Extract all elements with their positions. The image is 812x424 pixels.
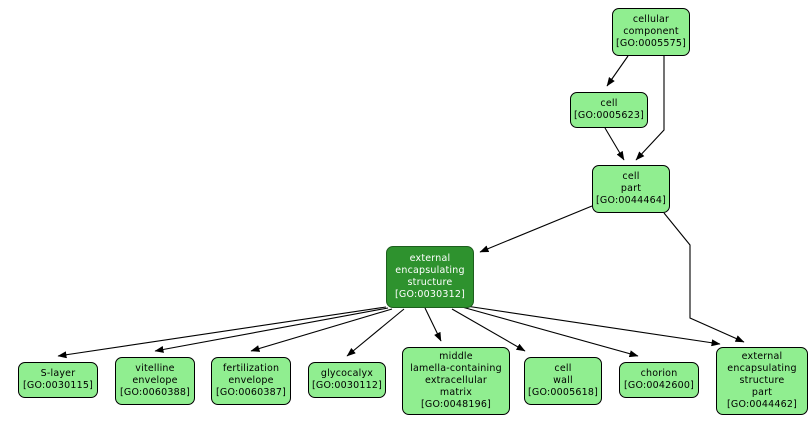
go-term-id: [GO:0030312] <box>395 289 465 300</box>
graph-edge <box>663 212 745 343</box>
go-term-node[interactable]: S-layer[GO:0030115] <box>18 362 98 398</box>
go-term-id: [GO:0042600] <box>624 380 694 391</box>
graph-edge <box>465 305 721 347</box>
go-term-label: cell part <box>620 171 642 194</box>
go-term-label: S-layer <box>40 368 76 379</box>
go-term-label: external encapsulating structure <box>395 253 465 288</box>
go-term-node[interactable]: cell part[GO:0044464] <box>592 165 670 213</box>
go-term-id: [GO:0044464] <box>596 195 666 206</box>
go-term-label: glycocalyx <box>320 368 374 379</box>
graph-edge <box>154 307 389 353</box>
go-term-id: [GO:0060387] <box>216 387 286 398</box>
go-term-node[interactable]: vitelline envelope[GO:0060388] <box>115 357 195 405</box>
go-term-label: external encapsulating structure part <box>727 351 797 398</box>
go-term-label: cellular component <box>623 14 679 37</box>
graph-edge <box>606 55 629 87</box>
go-term-label: vitelline envelope <box>132 363 178 386</box>
go-term-node[interactable]: glycocalyx[GO:0030112] <box>308 362 386 398</box>
go-term-label: fertilization envelope <box>222 363 280 386</box>
graph-edge <box>57 306 387 359</box>
go-term-node[interactable]: fertilization envelope[GO:0060387] <box>211 357 291 405</box>
go-term-node[interactable]: cell[GO:0005623] <box>570 92 648 128</box>
go-term-node[interactable]: cell wall[GO:0005618] <box>524 357 602 405</box>
graph-edge <box>424 307 442 342</box>
go-term-node[interactable]: middle lamella-containing extracellular … <box>402 347 510 415</box>
go-term-label: cell <box>600 98 618 109</box>
go-term-id: [GO:0048196] <box>421 399 491 410</box>
go-term-id: [GO:0005618] <box>528 387 598 398</box>
go-term-node[interactable]: external encapsulating structure[GO:0030… <box>386 246 474 308</box>
go-term-id: [GO:0044462] <box>727 399 797 410</box>
go-term-id: [GO:0005575] <box>616 38 686 49</box>
graph-edge <box>451 308 526 352</box>
go-term-id: [GO:0030112] <box>312 380 382 391</box>
go-term-label: cell wall <box>553 363 573 386</box>
go-term-node[interactable]: external encapsulating structure part[GO… <box>716 347 808 415</box>
go-term-id: [GO:0030115] <box>23 380 93 391</box>
graph-edge <box>346 308 405 357</box>
graph-edge <box>479 205 593 253</box>
go-term-label: middle lamella-containing extracellular … <box>410 351 502 398</box>
go-term-id: [GO:0060388] <box>120 387 190 398</box>
go-term-node[interactable]: chorion[GO:0042600] <box>619 362 699 398</box>
go-term-label: chorion <box>640 368 678 379</box>
go-term-id: [GO:0005623] <box>574 110 644 121</box>
go-term-node[interactable]: cellular component[GO:0005575] <box>612 8 690 56</box>
graph-edge <box>250 308 393 352</box>
graph-edge <box>604 127 625 161</box>
